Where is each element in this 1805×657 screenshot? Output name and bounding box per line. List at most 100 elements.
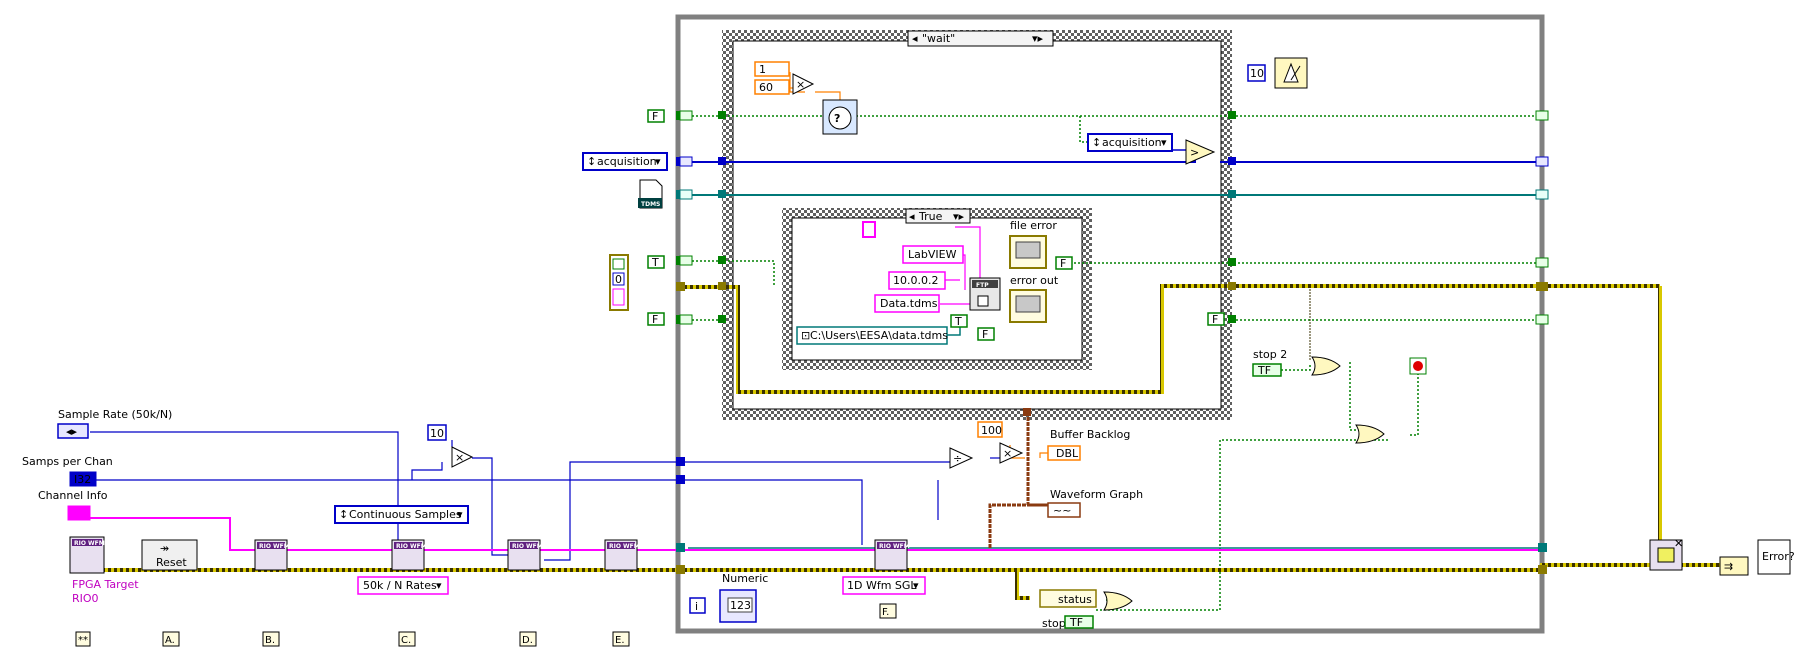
- stop2-control[interactable]: TF: [1252, 363, 1282, 377]
- acquisition-enum-right-text: acquisition: [1102, 136, 1162, 149]
- string-const-file[interactable]: Data.tdms: [874, 294, 940, 313]
- svg-text:×: ×: [455, 451, 464, 464]
- left-bool-constant-1[interactable]: F: [647, 109, 665, 123]
- svg-text:▾: ▾: [457, 508, 463, 521]
- string-const-ip-text: 10.0.0.2: [893, 274, 938, 287]
- or-node-3[interactable]: [1103, 591, 1133, 611]
- inner-bool-true-text: T: [954, 315, 962, 328]
- file-error-indicator[interactable]: [1009, 235, 1047, 269]
- unbundle-status[interactable]: status: [1039, 589, 1097, 608]
- right-bool-false[interactable]: F: [1207, 312, 1225, 326]
- rio-wfm-node-f[interactable]: RIO WFM: [874, 539, 910, 571]
- string-const-empty[interactable]: [862, 221, 876, 238]
- or-node-2[interactable]: [1355, 424, 1385, 444]
- svg-text:×: ×: [796, 78, 805, 91]
- string-const-ip[interactable]: 10.0.0.2: [888, 271, 946, 290]
- rio-wfm-node-e[interactable]: RIO WFM: [604, 539, 640, 571]
- buffer-backlog-indicator[interactable]: DBL: [1047, 445, 1081, 461]
- step-label-d-text: D.: [522, 635, 533, 646]
- const-60[interactable]: 60: [754, 79, 790, 95]
- tdms-refnum-icon: TDMS: [638, 179, 663, 209]
- step-label-e-text: E.: [615, 635, 625, 646]
- multiply-const-10[interactable]: 10: [427, 424, 447, 441]
- buffer-backlog-label: Buffer Backlog: [1050, 428, 1130, 441]
- left-bool-constant-2[interactable]: T: [647, 255, 665, 269]
- string-const-labview[interactable]: LabVIEW: [902, 245, 964, 264]
- simple-error-handler-icon[interactable]: Error?: [1757, 539, 1795, 575]
- multiply-node-3[interactable]: ×: [999, 442, 1024, 464]
- stop2-label: stop 2: [1253, 348, 1287, 361]
- samps-per-chan-tag: I32: [74, 473, 91, 486]
- inner-case-selector-label: True: [918, 210, 943, 223]
- svg-text:~~: ~~: [1053, 504, 1071, 517]
- outer-case-selector[interactable]: ◂ "wait" ▾▸: [907, 30, 1054, 47]
- stop-tag: TF: [1069, 616, 1083, 629]
- outer-bool-false[interactable]: F: [1055, 256, 1073, 270]
- svg-text:⊡: ⊡: [801, 329, 810, 342]
- or-node-1[interactable]: [1311, 356, 1341, 376]
- fpga-close-node[interactable]: ✕: [1649, 537, 1683, 571]
- hundred-const[interactable]: 100: [977, 421, 1003, 438]
- acquisition-enum-left[interactable]: ↕ acquisition ▾: [582, 152, 668, 171]
- wfm-type-enum[interactable]: 1D Wfm SGL ▾: [842, 576, 926, 595]
- svg-text:◂: ◂: [912, 32, 918, 45]
- numeric-indicator[interactable]: 123: [719, 589, 757, 623]
- step-label-f-text: F.: [882, 607, 889, 618]
- rio-wfm-node-b[interactable]: RIO WFM: [254, 539, 290, 571]
- sample-rate-control[interactable]: ◂▸: [57, 423, 89, 439]
- rates-enum[interactable]: 50k / N Rates ▾: [357, 576, 449, 595]
- left-bool-constant-3[interactable]: F: [647, 312, 665, 326]
- stop-control[interactable]: TF: [1064, 615, 1094, 629]
- svg-text:?: ?: [834, 112, 840, 125]
- inner-bool-true[interactable]: T: [950, 314, 968, 328]
- const-1-text: 1: [759, 63, 766, 76]
- rio-wfm-node-e-tag: RIO WFM: [609, 543, 640, 550]
- rio-wfm-node-d[interactable]: RIO WFM: [507, 539, 543, 571]
- rio-wfm-node-c-tag: RIO WFM: [396, 543, 427, 550]
- multiply-node-2[interactable]: ×: [451, 446, 474, 468]
- svg-text:⇉: ⇉: [1724, 560, 1733, 573]
- samps-per-chan-control[interactable]: I32: [69, 471, 97, 487]
- metronome-icon[interactable]: [1274, 57, 1308, 89]
- stop2-tag: TF: [1257, 364, 1271, 377]
- elapsed-timer-icon[interactable]: ?: [822, 99, 858, 135]
- channel-info-control[interactable]: [67, 505, 91, 521]
- step-label-0-text: **: [78, 635, 88, 646]
- svg-text:▾: ▾: [913, 579, 919, 592]
- file-error-label: file error: [1010, 219, 1057, 232]
- rio0-label: RIO0: [72, 592, 99, 605]
- ftp-node[interactable]: FTP: [969, 277, 1001, 311]
- reset-node[interactable]: ↠ Reset: [141, 539, 198, 571]
- multiply-node-1[interactable]: ×: [792, 73, 815, 95]
- error-out-label: error out: [1010, 274, 1059, 287]
- inner-case-selector[interactable]: ◂ True ▾▸: [905, 208, 971, 224]
- continuous-samples-enum[interactable]: ↕ Continuous Samples ▾: [334, 505, 469, 524]
- compare-node[interactable]: >: [1185, 139, 1216, 165]
- divide-node[interactable]: ÷: [949, 447, 974, 469]
- const-60-text: 60: [759, 81, 773, 94]
- inner-bool-false[interactable]: F: [977, 327, 995, 341]
- stop-terminal-icon[interactable]: [1409, 357, 1427, 375]
- waveform-graph-indicator[interactable]: ~~: [1047, 502, 1081, 518]
- unbundle-status-text: status: [1058, 593, 1092, 606]
- left-bool-constant-1-text: F: [652, 110, 658, 123]
- samps-per-chan-label: Samps per Chan: [22, 455, 113, 468]
- const-1[interactable]: 1: [754, 61, 790, 77]
- wfm-type-enum-text: 1D Wfm SGL: [847, 579, 917, 592]
- fpga-target-node[interactable]: RIO WFM: [69, 536, 105, 574]
- step-label-e: E.: [612, 631, 630, 647]
- step-label-f: F.: [879, 603, 897, 619]
- error-out-indicator[interactable]: [1009, 289, 1047, 323]
- merge-errors-node[interactable]: ⇉: [1719, 556, 1749, 576]
- iteration-terminal: i: [689, 597, 706, 614]
- left-bool-constant-2-text: T: [651, 256, 659, 269]
- acquisition-enum-right[interactable]: ↕ acquisition ▾: [1087, 133, 1173, 152]
- channel-info-label: Channel Info: [38, 489, 108, 502]
- waveform-graph-label: Waveform Graph: [1050, 488, 1143, 501]
- wait-const[interactable]: 10: [1247, 64, 1266, 82]
- rio-wfm-node-c[interactable]: RIO WFM: [391, 539, 427, 571]
- error-cluster-constant[interactable]: T 0: [609, 254, 629, 311]
- outer-case-selector-label: "wait": [922, 32, 955, 45]
- path-const[interactable]: ⊡ C:\Users\EESA\data.tdms: [796, 326, 948, 345]
